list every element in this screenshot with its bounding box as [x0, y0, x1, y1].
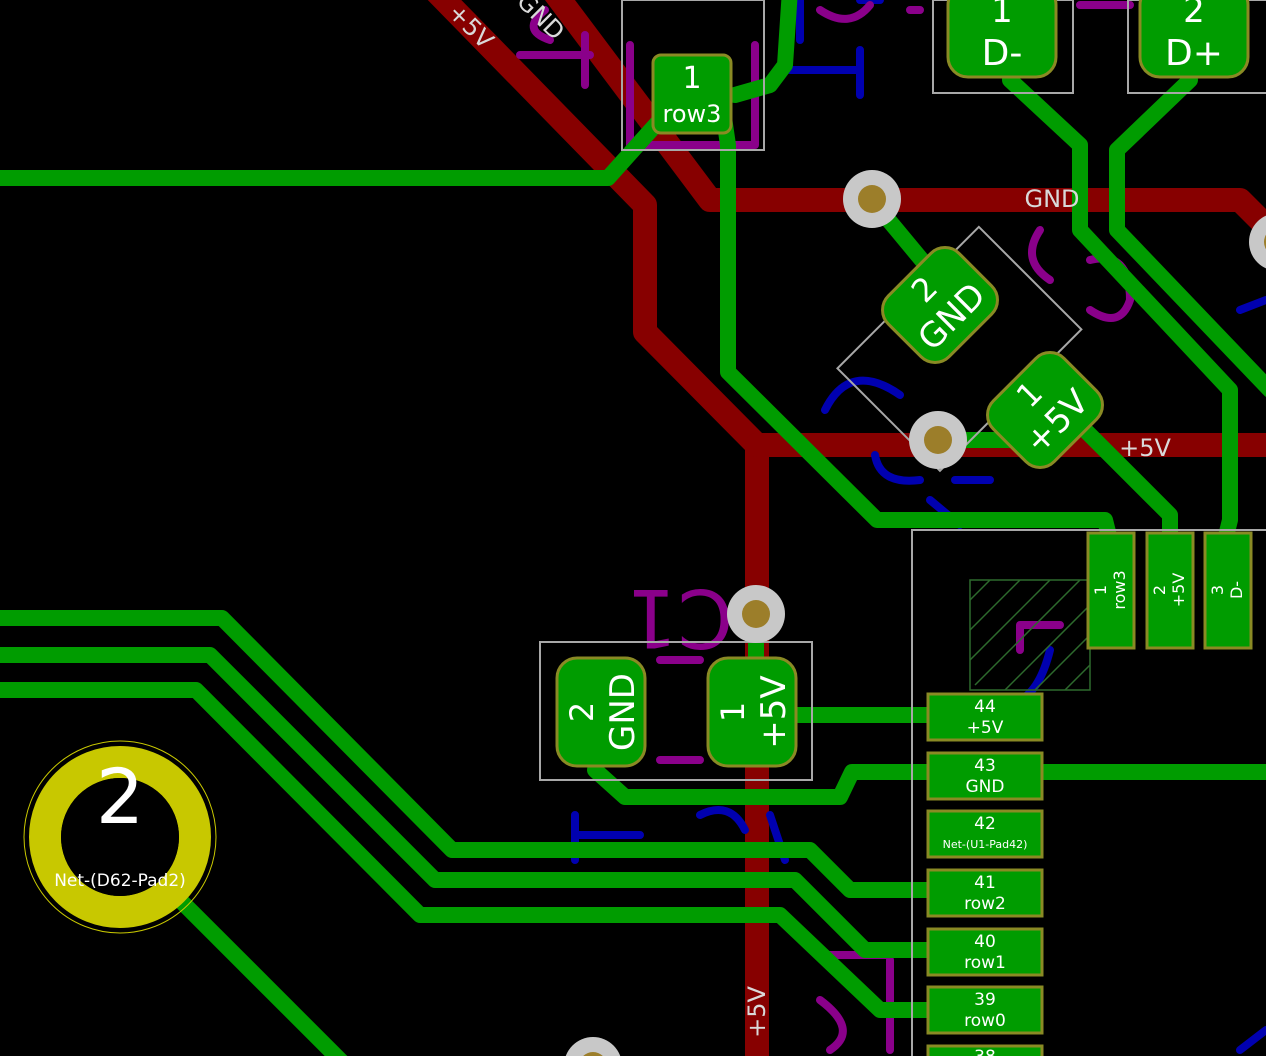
pad-u1-41[interactable]: 41 row2 [926, 868, 1044, 918]
track-dplus[interactable] [1109, 72, 1266, 397]
pad-u1-43-net: GND [966, 777, 1005, 797]
net-label-plus5v-bottom: +5V [743, 986, 771, 1038]
track-row3-down[interactable] [712, 82, 1118, 548]
pad-d-top-num: 1 [682, 61, 701, 96]
pad-d-top[interactable]: 1 row3 [651, 53, 733, 135]
pad-usb-dminus-net: D- [982, 33, 1023, 74]
via-bottom[interactable] [564, 1037, 622, 1056]
pad-usb-dminus[interactable]: 1 D- [946, 0, 1058, 79]
pad-u1-44-num: 44 [974, 697, 996, 717]
pad-u1-40-num: 40 [974, 932, 996, 952]
courtyard-usb-2 [1127, 0, 1266, 94]
pad-usb-dplus-net: D+ [1165, 33, 1223, 74]
pad-c2-5v[interactable]: 1 +5V [979, 344, 1111, 476]
silk-u1-marker [1016, 621, 1064, 654]
pad-u1-44-net: +5V [967, 718, 1004, 738]
track-row0[interactable] [0, 682, 968, 1018]
track-tht-diagonal[interactable] [172, 892, 350, 1056]
pad-usb-dplus[interactable]: 2 D+ [1138, 0, 1250, 79]
pad-u1-40[interactable]: 40 row1 [926, 927, 1044, 977]
pad-conn-3-net: D- [1227, 581, 1246, 599]
pad-conn-3[interactable]: 3 D- [1203, 531, 1253, 650]
pad-c1-5v-net: +5V [754, 675, 794, 748]
pad-conn-2-net: +5V [1169, 573, 1188, 608]
pad-c1-5v-num: 1 [714, 702, 752, 722]
pad-conn-3-num: 3 [1208, 585, 1227, 595]
courtyard-d-top [621, 0, 765, 151]
pad-u1-41-net: row2 [964, 894, 1006, 914]
via-layer [564, 170, 1266, 1056]
pad-c1-gnd-num: 2 [563, 702, 601, 722]
back-silkscreen-layer [571, 0, 1266, 1054]
pad-usb-dminus-num: 1 [991, 0, 1013, 31]
pad-u1-38[interactable]: 38 [926, 1044, 1044, 1056]
silk-top-left-mark [516, 6, 594, 89]
track-d-top[interactable] [727, 0, 798, 103]
pad-u1-40-net: row1 [964, 953, 1006, 973]
pad-c1-gnd-net: GND [603, 673, 643, 751]
back-silk-u-ref [821, 376, 994, 529]
pad-u1-43[interactable]: 43 GND [926, 751, 1044, 801]
pad-d-top-net: row3 [663, 100, 722, 128]
pad-u1-42-net: Net-(U1-Pad42) [943, 838, 1028, 851]
courtyard-u1 [911, 529, 1266, 1056]
track-back-plus5v-diagonal[interactable] [425, 0, 769, 1056]
pad-u1-39[interactable]: 39 row0 [926, 985, 1044, 1035]
courtyard-c1 [539, 641, 813, 781]
pad-u1-39-num: 39 [974, 990, 996, 1010]
pad-conn-2-num: 2 [1150, 585, 1169, 595]
pad-u1-38-num: 38 [974, 1047, 996, 1056]
pad-tht-d62[interactable]: 2 Net-(D62-Pad2) [23, 740, 217, 934]
track-row2[interactable] [0, 610, 968, 898]
pad-conn-1[interactable]: 1 row3 [1086, 531, 1136, 650]
silk-c1-ref: C1 [627, 571, 734, 664]
via-plus5v-c1[interactable] [727, 585, 785, 643]
back-silk-mark-top [786, 0, 884, 99]
pad-u1-42[interactable]: 42 Net-(U1-Pad42) [926, 809, 1044, 859]
pad-u1-39-net: row0 [964, 1011, 1006, 1031]
pad-c1-gnd[interactable]: 2 GND [555, 656, 647, 768]
pad-tht-net: Net-(D62-Pad2) [54, 871, 186, 891]
pad-c2-gnd[interactable]: 2 GND [874, 239, 1006, 371]
courtyard-usb-1 [932, 0, 1074, 94]
silk-top-right-mark [816, 1, 1134, 23]
u1-hatch-box [969, 579, 1091, 691]
pad-u1-41-num: 41 [974, 873, 996, 893]
net-label-plus5v-right: +5V [1119, 434, 1171, 462]
net-label-gnd-top: GND [1024, 185, 1079, 213]
pad-conn-2[interactable]: 2 +5V [1145, 531, 1195, 650]
u1-hatch [969, 579, 1091, 691]
pad-usb-dplus-num: 2 [1183, 0, 1205, 31]
track-row1[interactable] [0, 647, 968, 958]
via-gnd-top[interactable] [843, 170, 901, 228]
pad-u1-44[interactable]: 44 +5V [926, 692, 1044, 742]
pad-u1-43-num: 43 [974, 756, 996, 776]
track-dminus[interactable] [1002, 72, 1238, 548]
pad-conn-1-net: row3 [1110, 570, 1129, 609]
u1-hatch-lines [969, 579, 1091, 691]
pad-c1-5v[interactable]: 1 +5V [706, 656, 798, 768]
back-copper-layer [425, 0, 1266, 1056]
pad-u1-42-num: 42 [974, 814, 996, 834]
via-plus5v-mid[interactable] [909, 411, 967, 469]
pad-conn-1-num: 1 [1091, 585, 1110, 595]
back-silk-ref-bottom [571, 806, 789, 864]
pad-tht-num: 2 [96, 752, 144, 841]
silk-c1-ref-outline [656, 656, 704, 764]
